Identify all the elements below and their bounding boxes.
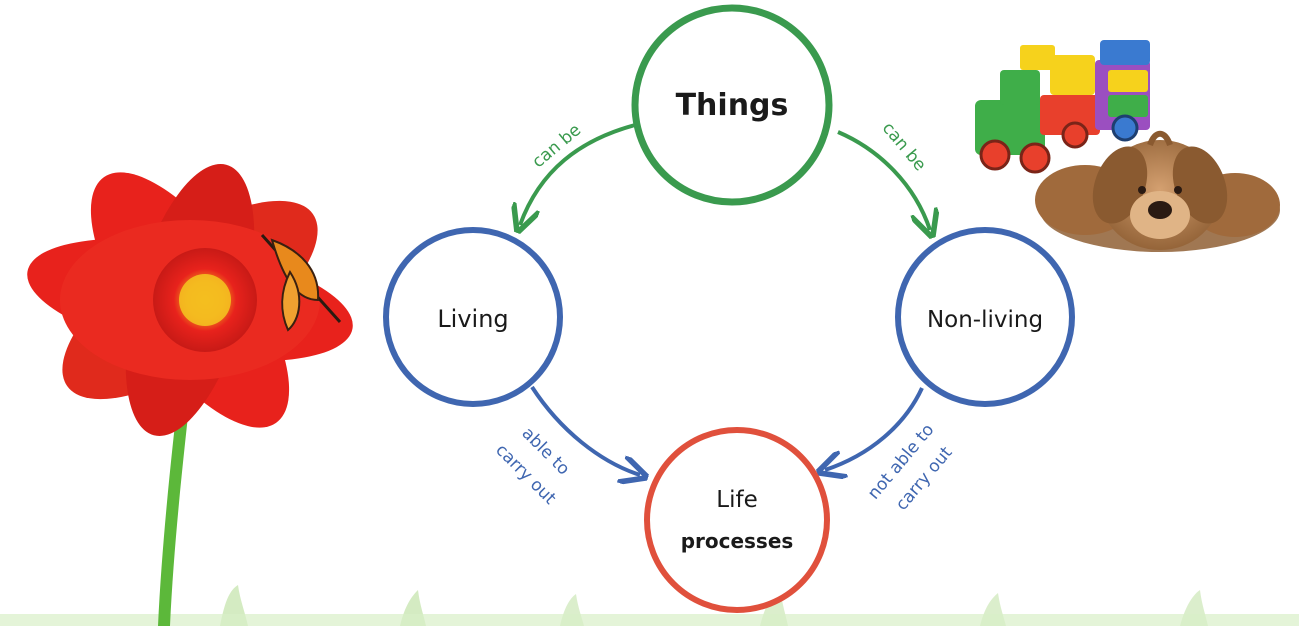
edge-things-to-nonliving: can be bbox=[837, 118, 930, 230]
dog-nose bbox=[1148, 201, 1172, 219]
edge-label-can-be-right: can be bbox=[878, 118, 930, 175]
plush-dog-picture bbox=[1035, 130, 1280, 252]
butterfly-icon bbox=[260, 233, 342, 332]
flower-picture bbox=[27, 164, 353, 626]
node-things-label: Things bbox=[676, 88, 789, 123]
node-life-label-line1: Life bbox=[716, 487, 757, 513]
node-nonliving-label: Non-living bbox=[927, 307, 1043, 333]
edge-things-to-living: can be bbox=[520, 120, 636, 225]
node-nonliving: Non-living bbox=[895, 227, 1075, 407]
grass-strip bbox=[0, 585, 1299, 626]
node-things: Things bbox=[631, 4, 833, 206]
flower-stem bbox=[158, 380, 192, 626]
toy-train-picture bbox=[975, 40, 1150, 174]
node-life-processes: Life processes bbox=[644, 427, 830, 613]
edge-living-to-life: able to carry out bbox=[491, 385, 640, 509]
node-life-label-line2: processes bbox=[681, 529, 794, 553]
node-living-label: Living bbox=[437, 305, 508, 333]
edge-nonliving-to-life: not able to carry out bbox=[825, 387, 957, 515]
node-living: Living bbox=[383, 227, 563, 407]
